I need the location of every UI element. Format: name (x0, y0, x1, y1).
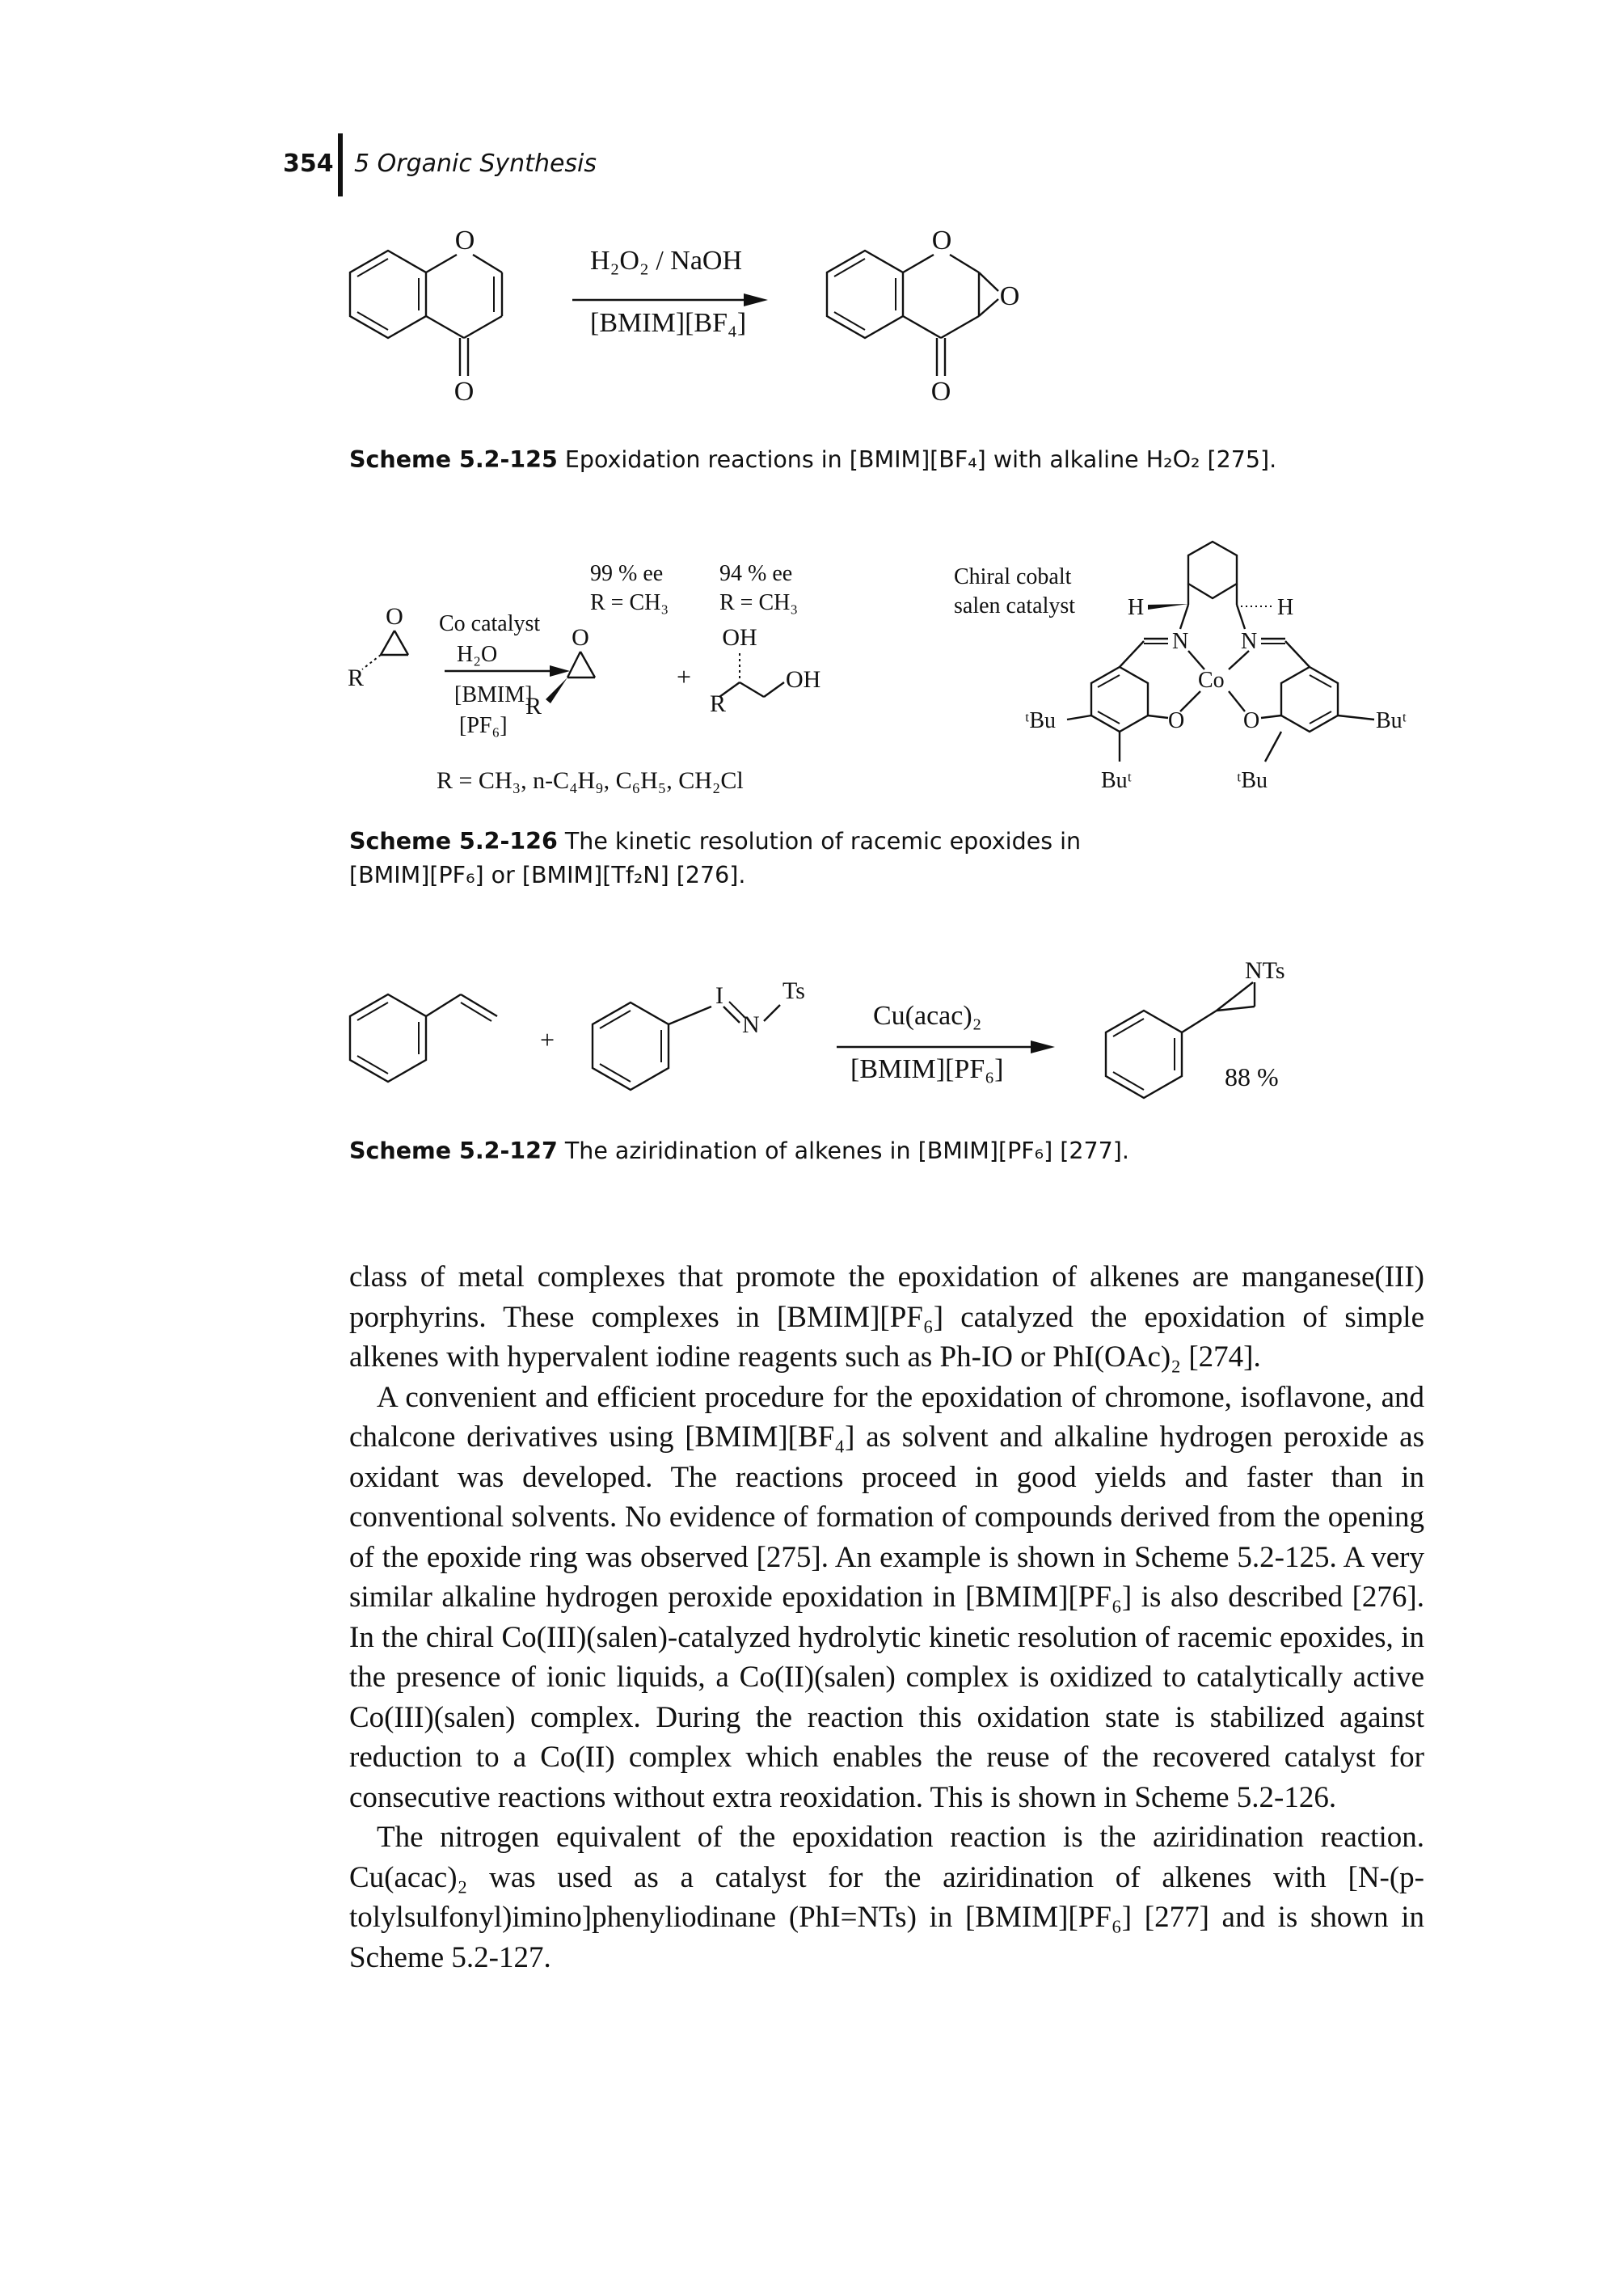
h-left: H (1128, 595, 1144, 620)
epoxide-r-value: R = CH₃ (590, 590, 669, 615)
racemic-epoxide-oxygen: O (386, 603, 403, 630)
enantioenriched-epoxide: O R (525, 624, 597, 720)
epoxide-ee: 99 % ee (590, 561, 663, 586)
scheme-127-reagent-bottom: [BMIM][PF₆] (850, 1054, 1003, 1084)
solvent-line2: [PF₆] (459, 713, 508, 738)
yield-label: 88 % (1225, 1062, 1279, 1091)
body-paragraph-2: A convenient and efficient procedure for… (349, 1380, 1424, 1814)
scheme-126-structure: O R Co catalyst H₂O [BMIM] [PF₆] 99 % ee… (348, 540, 1407, 794)
racemic-epoxide: O R (348, 603, 410, 691)
diol-molecule: OH R OH (710, 624, 820, 717)
product-ring-oxygen: O (932, 226, 952, 255)
scheme-127-caption-text: The aziridination of alkenes in [BMIM][P… (564, 1138, 1129, 1164)
scheme-127-caption-label: Scheme 5.2-127 (349, 1138, 558, 1164)
n-left: N (1172, 629, 1188, 654)
co-atom: Co (1198, 668, 1225, 693)
diol-oh-top: OH (722, 624, 757, 651)
tbu-right: Buᵗ (1376, 708, 1407, 733)
solvent-line1: [BMIM] (454, 682, 532, 707)
water-label: H₂O (457, 642, 497, 667)
scheme-125-reagent-top: H₂O₂ / NaOH (590, 246, 742, 276)
scheme-127-arrow (1031, 1040, 1055, 1053)
cobalt-label-line2: salen catalyst (954, 593, 1075, 618)
scheme-126-caption-line1: The kinetic resolution of racemic epoxid… (564, 828, 1082, 855)
body-paragraph-1: class of metal complexes that promote th… (349, 1260, 1424, 1374)
tbu-bottom-right: ᵗBu (1237, 768, 1268, 793)
tbu-left: ᵗBu (1025, 708, 1056, 733)
nitrogen-atom: N (742, 1011, 760, 1038)
nts-group: NTs (1245, 957, 1285, 984)
aziridine-molecule: NTs (1104, 957, 1285, 1100)
diol-oh-right: OH (786, 666, 820, 693)
header-rule (338, 133, 343, 196)
styrene-molecule (348, 993, 498, 1083)
co-catalyst-label: Co catalyst (439, 611, 540, 636)
body-paragraph-3: The nitrogen equivalent of the epoxidati… (349, 1821, 1424, 1974)
enantioenriched-epoxide-oxygen: O (572, 624, 589, 651)
scheme-127-structure: + I N Ts Cu(acac)₂ [BMIM][PF₆] NTs 88 % (348, 957, 1285, 1100)
scheme-125-caption-label: Scheme 5.2-125 (349, 446, 558, 473)
cobalt-salen-complex: H H N N Co O O ᵗBu Buᵗ (1025, 540, 1407, 793)
o-right: O (1243, 708, 1259, 733)
section-title: 5 Organic Synthesis (354, 150, 597, 178)
scheme-126-caption-line2: [BMIM][PF₆] or [BMIM][Tf₂N] [276]. (349, 862, 746, 889)
h-right: H (1277, 595, 1293, 620)
chromone-ring-oxygen: O (455, 226, 475, 255)
scheme-125-caption: Scheme 5.2-125 Epoxidation reactions in … (349, 443, 1276, 477)
diol-r: R (710, 690, 726, 717)
scheme-126-caption: Scheme 5.2-126 The kinetic resolution of… (349, 825, 1081, 893)
scheme-127-plus: + (540, 1025, 555, 1054)
o-left: O (1168, 708, 1184, 733)
scheme-126-caption-label: Scheme 5.2-126 (349, 828, 558, 855)
scheme-125-reagent-bottom: [BMIM][BF₄] (590, 308, 746, 338)
product-carbonyl-oxygen: O (931, 377, 951, 407)
chromone-molecule: O O (348, 226, 504, 407)
phi-nts-molecule: I N Ts (591, 977, 805, 1091)
scheme-126-arrow (550, 665, 570, 677)
scheme-127-caption: Scheme 5.2-127 The aziridination of alke… (349, 1134, 1129, 1168)
epoxide-oxygen: O (1000, 281, 1020, 311)
iodine-atom: I (715, 982, 723, 1009)
chromone-carbonyl-oxygen: O (454, 377, 475, 407)
page-number: 354 (283, 150, 334, 178)
epoxychromanone-molecule: O O O (825, 226, 1020, 407)
diol-r-value: R = CH₃ (719, 590, 798, 615)
scheme-127-reagent-top: Cu(acac)₂ (873, 1001, 982, 1031)
tbu-bottom-left: Buᵗ (1101, 768, 1132, 793)
scheme-125-structure: O O H₂O₂ / NaOH [BMIM][BF₄] O O O (348, 226, 1020, 407)
cobalt-label-line1: Chiral cobalt (954, 564, 1072, 589)
enantioenriched-epoxide-r: R (525, 693, 542, 720)
scheme-126-plus: + (677, 662, 691, 691)
n-right: N (1241, 629, 1257, 654)
body-text: class of metal complexes that promote th… (349, 1257, 1424, 1978)
diol-ee: 94 % ee (719, 561, 792, 586)
scheme-125-arrow (744, 293, 768, 306)
ts-group: Ts (782, 977, 805, 1004)
racemic-epoxide-r: R (348, 665, 364, 691)
scheme-125-caption-text: Epoxidation reactions in [BMIM][BF₄] wit… (564, 446, 1277, 473)
r-definition: R = CH₃, n-C₄H₉, C₆H₅, CH₂Cl (437, 767, 744, 794)
